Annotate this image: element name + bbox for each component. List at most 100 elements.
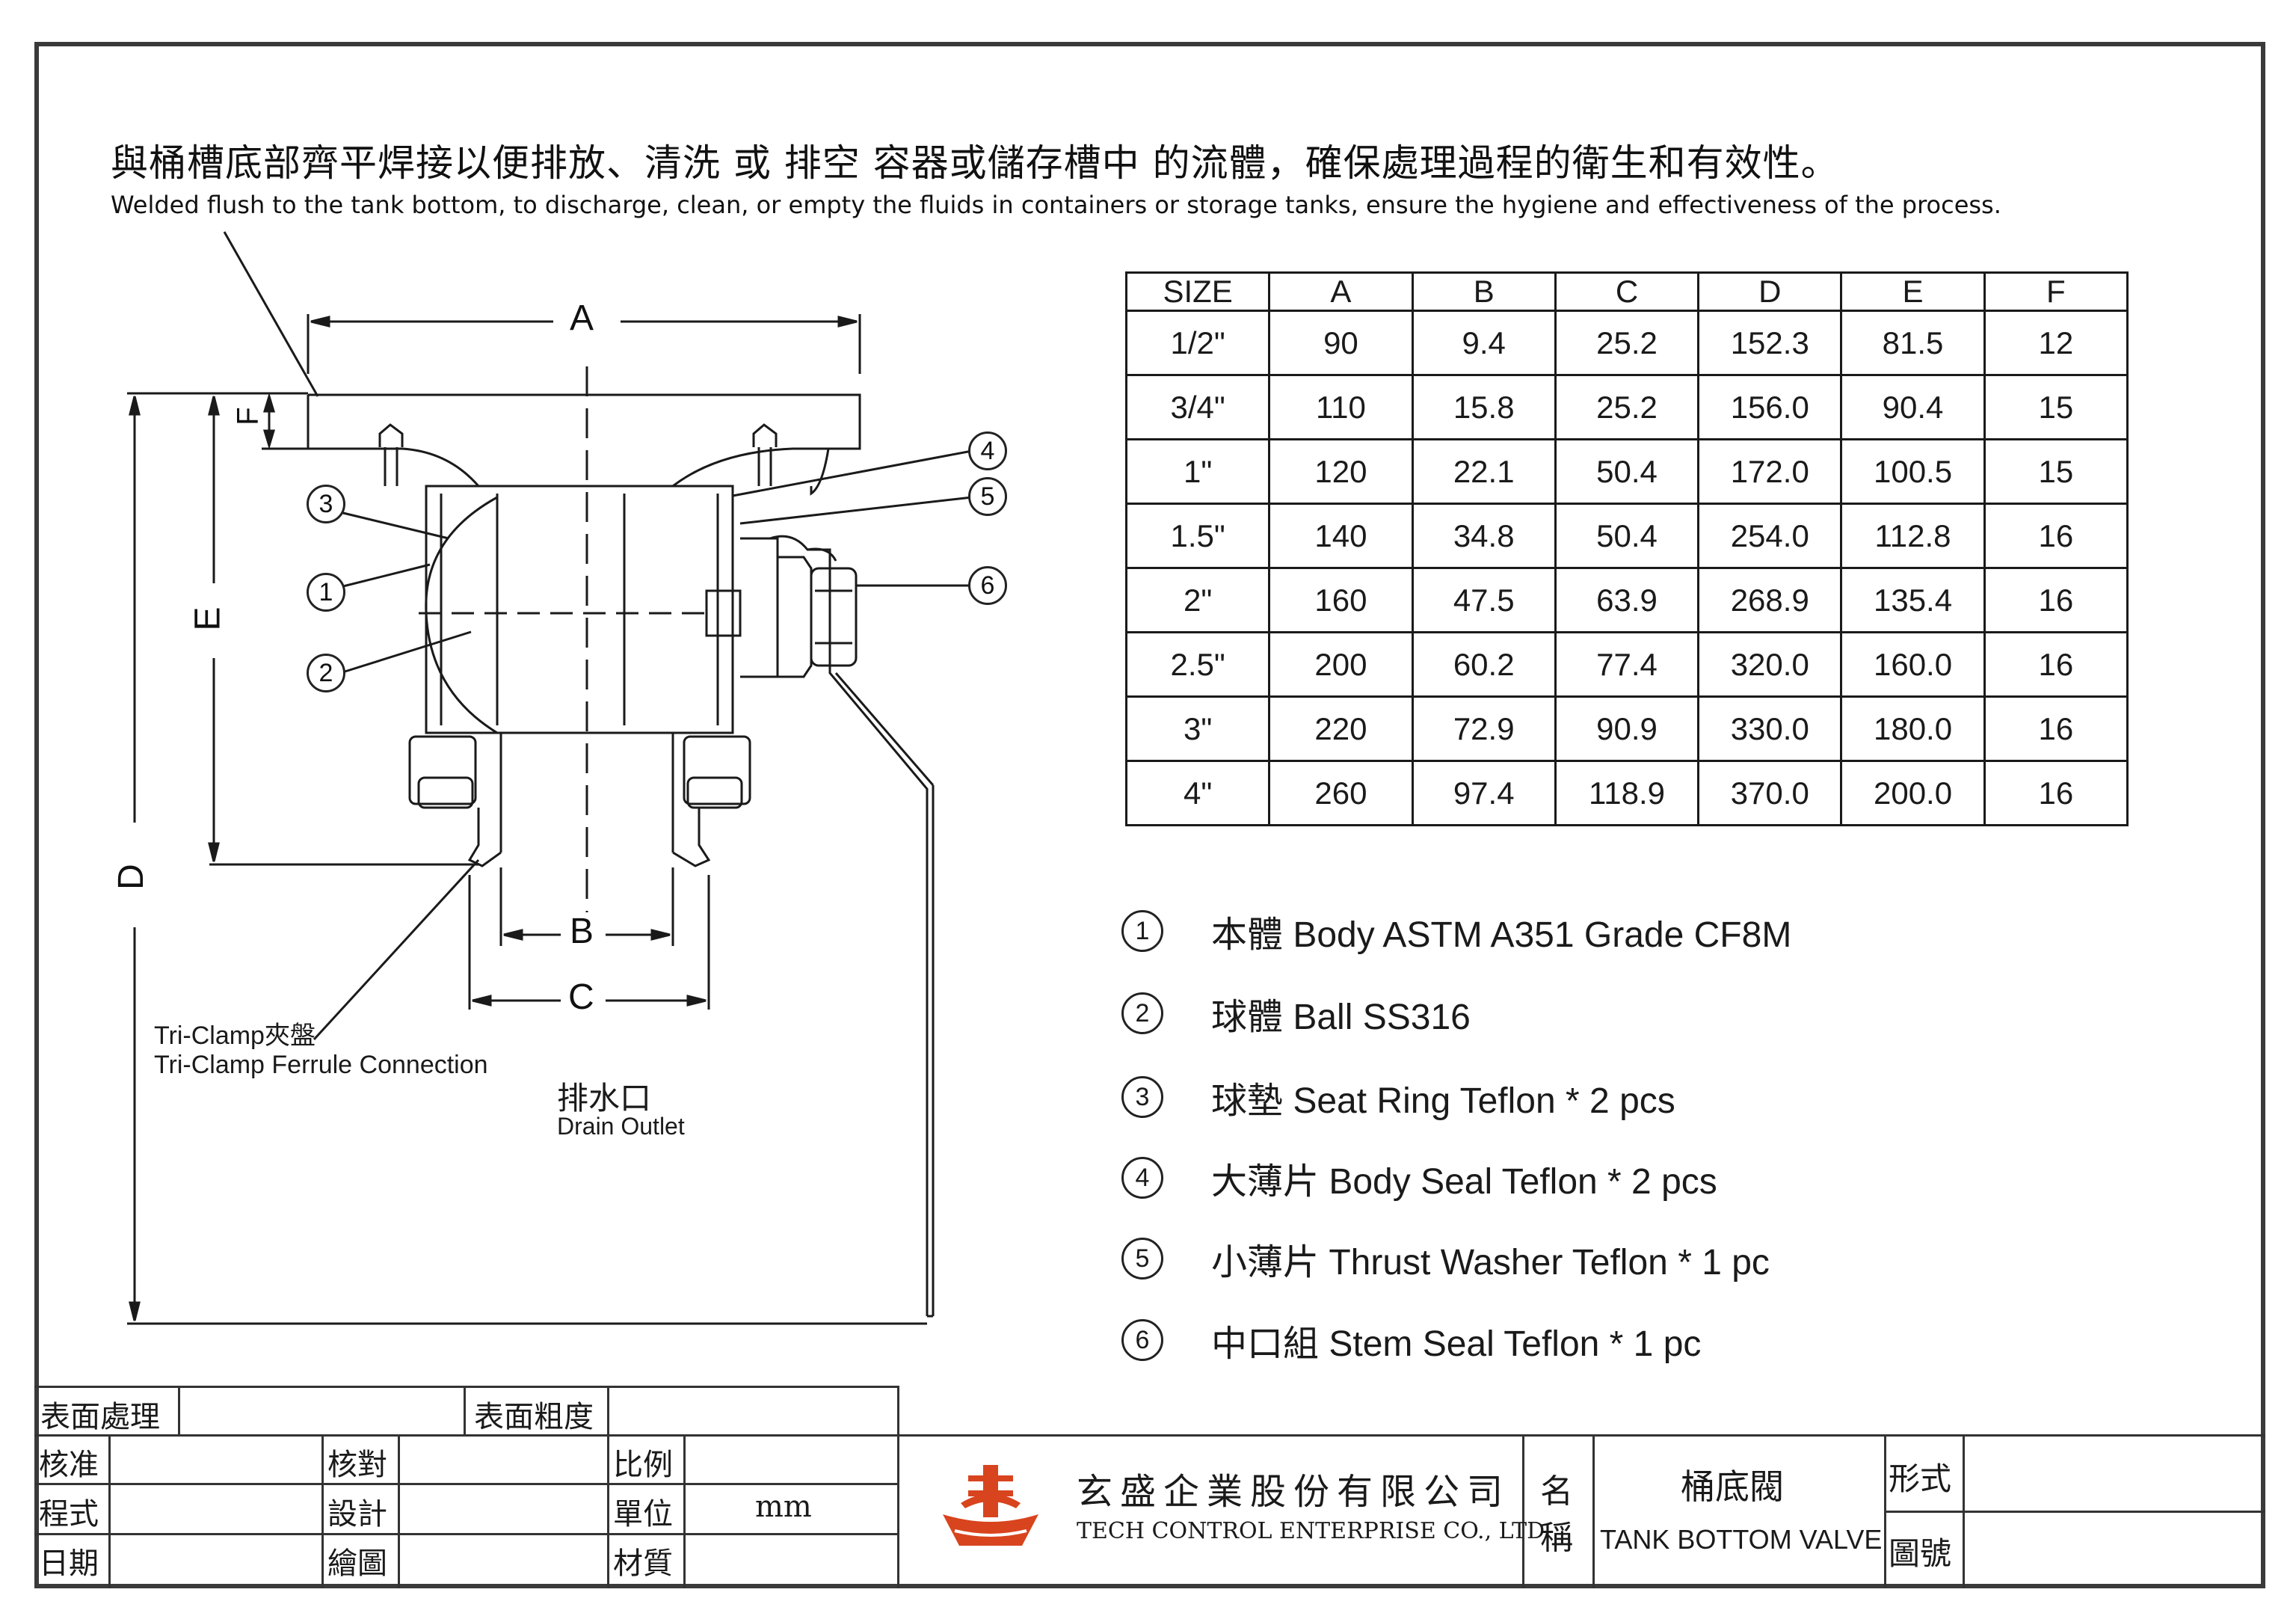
- titleblock-line: [178, 1386, 180, 1434]
- col-header-a: A: [1268, 271, 1414, 312]
- parts-list-item: 3 球墊 Seat Ring Teflon * 2 pcs: [1121, 1071, 1675, 1123]
- table-cell: 2": [1124, 567, 1271, 633]
- label-name-2: 稱: [1540, 1519, 1573, 1557]
- table-cell: 120: [1268, 438, 1414, 505]
- col-header-e: E: [1840, 271, 1986, 312]
- product-name-zh: 桶底閥: [1681, 1466, 1784, 1507]
- col-header-c: C: [1554, 271, 1700, 312]
- part-description: 小薄片 Thrust Washer Teflon * 1 pc: [1211, 1243, 1770, 1282]
- titleblock-line: [1884, 1434, 1886, 1588]
- table-cell: 15: [1983, 374, 2129, 440]
- label-name-1: 名: [1540, 1472, 1573, 1511]
- table-cell: 3/4": [1124, 374, 1271, 440]
- dim-label-f: F: [231, 407, 265, 426]
- table-row: 1.5" 140 34.8 50.4 254.0 112.8 16: [1124, 503, 2129, 569]
- label-approve: 核准: [39, 1448, 99, 1482]
- dim-label-b: B: [570, 912, 594, 951]
- titleblock-line: [1963, 1434, 1965, 1588]
- company-logo: [943, 1465, 1038, 1546]
- label-process: 程式: [39, 1497, 99, 1532]
- table-cell: 90.9: [1554, 695, 1700, 762]
- table-cell: 90.4: [1840, 374, 1986, 440]
- callout-6: 6: [968, 566, 1007, 605]
- table-cell: 156.0: [1697, 374, 1843, 440]
- table-cell: 172.0: [1697, 438, 1843, 505]
- sheet-border: [34, 42, 2265, 1588]
- dim-label-e: E: [188, 606, 228, 631]
- table-cell: 260: [1268, 760, 1414, 826]
- parts-list-item: 5 小薄片 Thrust Washer Teflon * 1 pc: [1121, 1232, 1770, 1285]
- table-row: 4" 260 97.4 118.9 370.0 200.0 16: [1124, 760, 2129, 826]
- label-drawing-no: 圖號: [1889, 1535, 1952, 1572]
- titleblock-line: [34, 1483, 897, 1485]
- table-row: 2" 160 47.5 63.9 268.9 135.4 16: [1124, 567, 2129, 633]
- table-cell: 330.0: [1697, 695, 1843, 762]
- table-cell: 50.4: [1554, 438, 1700, 505]
- titleblock-line: [607, 1386, 609, 1588]
- label-form: 形式: [1889, 1460, 1952, 1497]
- table-cell: 160: [1268, 567, 1414, 633]
- table-cell: 140: [1268, 503, 1414, 569]
- dimension-table: SIZE A B C D E F 1/2" 90 9.4 25.2 152.3 …: [1124, 271, 2129, 826]
- table-cell: 370.0: [1697, 760, 1843, 826]
- part-number-badge: 5: [1121, 1238, 1163, 1279]
- table-cell: 200: [1268, 631, 1414, 698]
- titleblock-line: [1522, 1434, 1524, 1588]
- table-cell: 16: [1983, 695, 2129, 762]
- product-name-en: TANK BOTTOM VALVE: [1600, 1524, 1883, 1555]
- col-header-b: B: [1411, 271, 1557, 312]
- table-cell: 160.0: [1840, 631, 1986, 698]
- table-cell: 100.5: [1840, 438, 1986, 505]
- table-cell: 1/2": [1124, 310, 1271, 376]
- table-cell: 2.5": [1124, 631, 1271, 698]
- part-number-badge: 4: [1121, 1157, 1163, 1199]
- table-cell: 268.9: [1697, 567, 1843, 633]
- table-cell: 320.0: [1697, 631, 1843, 698]
- table-cell: 16: [1983, 631, 2129, 698]
- table-row: 1" 120 22.1 50.4 172.0 100.5 15: [1124, 438, 2129, 505]
- callout-1: 1: [307, 573, 345, 612]
- table-cell: 180.0: [1840, 695, 1986, 762]
- table-cell: 1.5": [1124, 503, 1271, 569]
- table-cell: 3": [1124, 695, 1271, 762]
- part-description: 本體 Body ASTM A351 Grade CF8M: [1211, 915, 1792, 955]
- label-surface-roughness: 表面粗度: [474, 1400, 594, 1434]
- titleblock-line: [464, 1386, 466, 1434]
- triclamp-label-en: Tri-Clamp Ferrule Connection: [154, 1051, 488, 1079]
- table-cell: 60.2: [1411, 631, 1557, 698]
- table-cell: 4": [1124, 760, 1271, 826]
- col-header-f: F: [1983, 271, 2129, 312]
- label-scale: 比例: [613, 1448, 673, 1482]
- titleblock-line: [398, 1434, 400, 1588]
- table-cell: 72.9: [1411, 695, 1557, 762]
- callout-2: 2: [307, 654, 345, 692]
- table-cell: 22.1: [1411, 438, 1557, 505]
- parts-list-item: 2 球體 Ball SS316: [1121, 987, 1471, 1039]
- table-cell: 200.0: [1840, 760, 1986, 826]
- table-cell: 16: [1983, 503, 2129, 569]
- parts-list-item: 4 大薄片 Body Seal Teflon * 2 pcs: [1121, 1152, 1717, 1204]
- table-cell: 112.8: [1840, 503, 1986, 569]
- label-surface-treatment: 表面處理: [40, 1400, 160, 1434]
- table-cell: 16: [1983, 760, 2129, 826]
- table-row: 3" 220 72.9 90.9 330.0 180.0 16: [1124, 695, 2129, 762]
- company-name-en: TECH CONTROL ENTERPRISE CO., LTD.: [1077, 1518, 1551, 1544]
- titleblock-line: [321, 1434, 324, 1588]
- triclamp-label-zh: Tri-Clamp夾盤: [154, 1022, 316, 1050]
- table-cell: 15: [1983, 438, 2129, 505]
- table-cell: 97.4: [1411, 760, 1557, 826]
- table-cell: 9.4: [1411, 310, 1557, 376]
- titleblock-line: [34, 1434, 897, 1437]
- callout-3: 3: [307, 485, 345, 523]
- part-description: 球墊 Seat Ring Teflon * 2 pcs: [1211, 1081, 1675, 1121]
- dim-label-d: D: [111, 864, 151, 890]
- table-cell: 220: [1268, 695, 1414, 762]
- dim-label-a: A: [570, 298, 594, 338]
- callout-5: 5: [968, 477, 1007, 516]
- table-cell: 34.8: [1411, 503, 1557, 569]
- company-name-zh: 玄盛企業股份有限公司: [1077, 1471, 1511, 1513]
- part-number-badge: 6: [1121, 1319, 1163, 1361]
- titleblock-line: [897, 1386, 899, 1588]
- titleblock-line: [34, 1533, 897, 1535]
- parts-list-item: 6 中口組 Stem Seal Teflon * 1 pc: [1121, 1314, 1701, 1366]
